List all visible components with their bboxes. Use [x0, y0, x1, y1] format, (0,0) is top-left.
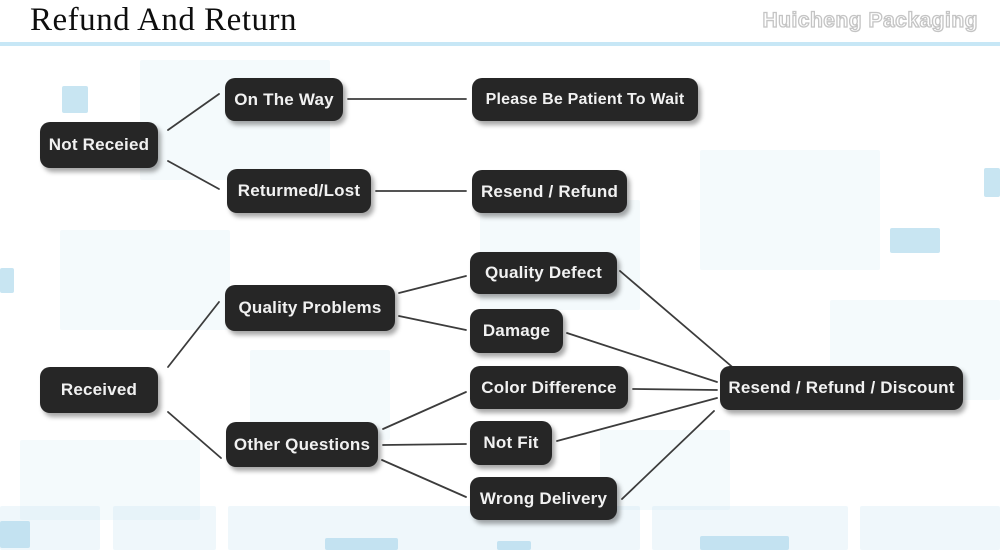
- page-title: Refund And Return: [30, 2, 297, 38]
- connector: [632, 388, 718, 391]
- connector: [382, 443, 467, 446]
- connector: [398, 275, 467, 294]
- node-returned-lost: Returmed/Lost: [227, 169, 371, 213]
- connector: [382, 391, 467, 430]
- node-received: Received: [40, 367, 158, 413]
- node-resend-refund: Resend / Refund: [472, 170, 627, 213]
- node-wrong-delivery: Wrong Delivery: [470, 477, 617, 520]
- connector: [167, 411, 222, 459]
- node-not-fit: Not Fit: [470, 421, 552, 465]
- header: Refund And Return Huicheng Packaging: [0, 0, 1000, 42]
- node-other-questions: Other Questions: [226, 422, 378, 467]
- connector: [398, 315, 467, 331]
- brand-logo-text: Huicheng Packaging: [762, 8, 978, 32]
- node-on-the-way: On The Way: [225, 78, 343, 121]
- connector: [556, 397, 718, 442]
- connector: [621, 410, 715, 500]
- header-divider: [0, 42, 1000, 46]
- connector: [167, 93, 220, 131]
- connector: [566, 332, 718, 383]
- node-please-wait: Please Be Patient To Wait: [472, 78, 698, 121]
- node-not-received: Not Receied: [40, 122, 158, 168]
- connector: [619, 270, 738, 372]
- connector: [167, 160, 220, 190]
- connector: [167, 301, 220, 368]
- connector: [381, 459, 467, 498]
- node-quality-problems: Quality Problems: [225, 285, 395, 331]
- node-quality-defect: Quality Defect: [470, 252, 617, 294]
- node-color-difference: Color Difference: [470, 366, 628, 409]
- node-resend-refund-discount: Resend / Refund / Discount: [720, 366, 963, 410]
- node-damage: Damage: [470, 309, 563, 353]
